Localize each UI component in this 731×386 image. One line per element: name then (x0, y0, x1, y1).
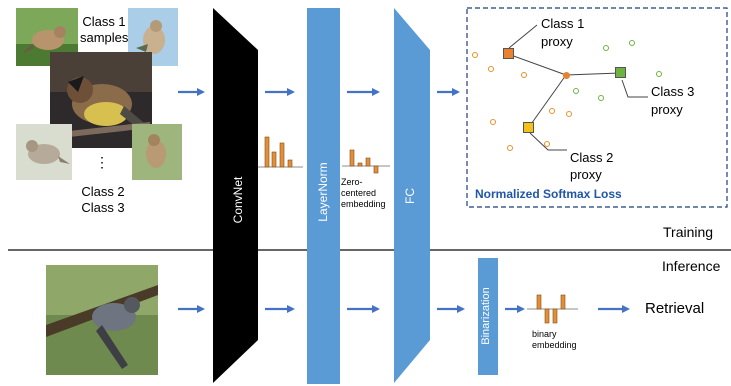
zc-bar (373, 165, 379, 174)
class3-proxy-label: Class 3 (651, 84, 695, 99)
bird-photo-icon (132, 124, 182, 180)
class1-proxy-label: Class 1 (541, 16, 585, 31)
class2-sample-photo (16, 124, 72, 180)
training-label: Training (663, 224, 714, 240)
zc-bar (357, 162, 363, 167)
zero-centered-caption-1: Zero- (341, 177, 363, 187)
feature-bar (264, 136, 270, 168)
class2-proxy-sub: proxy (570, 167, 602, 182)
feature-bar (287, 159, 293, 168)
sample-dot (573, 88, 579, 94)
sample-dot (566, 111, 572, 117)
sample-dot (521, 72, 527, 78)
binarization-label: Binarization (480, 287, 492, 345)
bin-bar (544, 308, 550, 324)
layernorm-block (307, 8, 340, 384)
class3-label: Class 3 (81, 200, 125, 215)
feature-bar (271, 151, 277, 168)
binary-caption-1: binary (532, 329, 557, 339)
class2-label: Class 2 (81, 184, 125, 199)
class3-proxy-sub: proxy (651, 102, 683, 117)
sample-dot (472, 52, 478, 58)
class3-proxy-marker (615, 67, 626, 78)
embedding-center-point (563, 72, 570, 79)
bin-bar (536, 294, 542, 310)
sample-dot (603, 45, 609, 51)
class2-proxy-label: Class 2 (570, 150, 614, 165)
query-photo (46, 265, 158, 375)
loss-panel-border (466, 7, 728, 208)
class2-proxy-marker (523, 122, 534, 133)
zero-centered-caption-3: embedding (341, 199, 386, 209)
class1-proxy-sub: proxy (541, 34, 573, 49)
sample-dot (488, 66, 494, 72)
inference-label: Inference (662, 258, 721, 274)
binary-caption-2: embedding (532, 340, 577, 350)
class1-label: Class 1 (82, 14, 126, 29)
zero-centered-bars (342, 149, 390, 174)
class1-proxy-marker (503, 48, 514, 59)
loss-name: Normalized Softmax Loss (475, 187, 622, 201)
class1-sub-label: samples (80, 30, 129, 45)
convnet-block (213, 8, 258, 383)
bird-photo-icon (46, 265, 158, 375)
sample-dot (490, 119, 496, 125)
sample-dot (544, 141, 550, 147)
zc-bar (349, 149, 355, 167)
proxy-connectors (507, 24, 648, 151)
zc-bar (365, 157, 371, 167)
sample-dot (656, 71, 662, 77)
feature-bar (279, 142, 285, 168)
class3-sample-photo (132, 124, 182, 180)
fc-block (394, 8, 430, 383)
binary-bars (527, 294, 578, 324)
fc-label: FC (403, 188, 417, 204)
sample-dot (629, 40, 635, 46)
bird-photo-icon (16, 124, 72, 180)
layernorm-label: LayerNorm (316, 162, 330, 222)
samples-ellipsis: ⋮ (95, 154, 109, 170)
sample-dot (598, 95, 604, 101)
sample-dot (549, 108, 555, 114)
retrieval-label: Retrieval (645, 300, 705, 317)
bin-bar (552, 308, 558, 324)
convnet-label: ConvNet (231, 176, 245, 224)
sample-dot (507, 145, 513, 151)
feature-bars (258, 136, 303, 168)
binarization-block (478, 258, 498, 375)
bin-bar (560, 294, 566, 310)
zero-centered-caption-2: centered (341, 188, 377, 198)
